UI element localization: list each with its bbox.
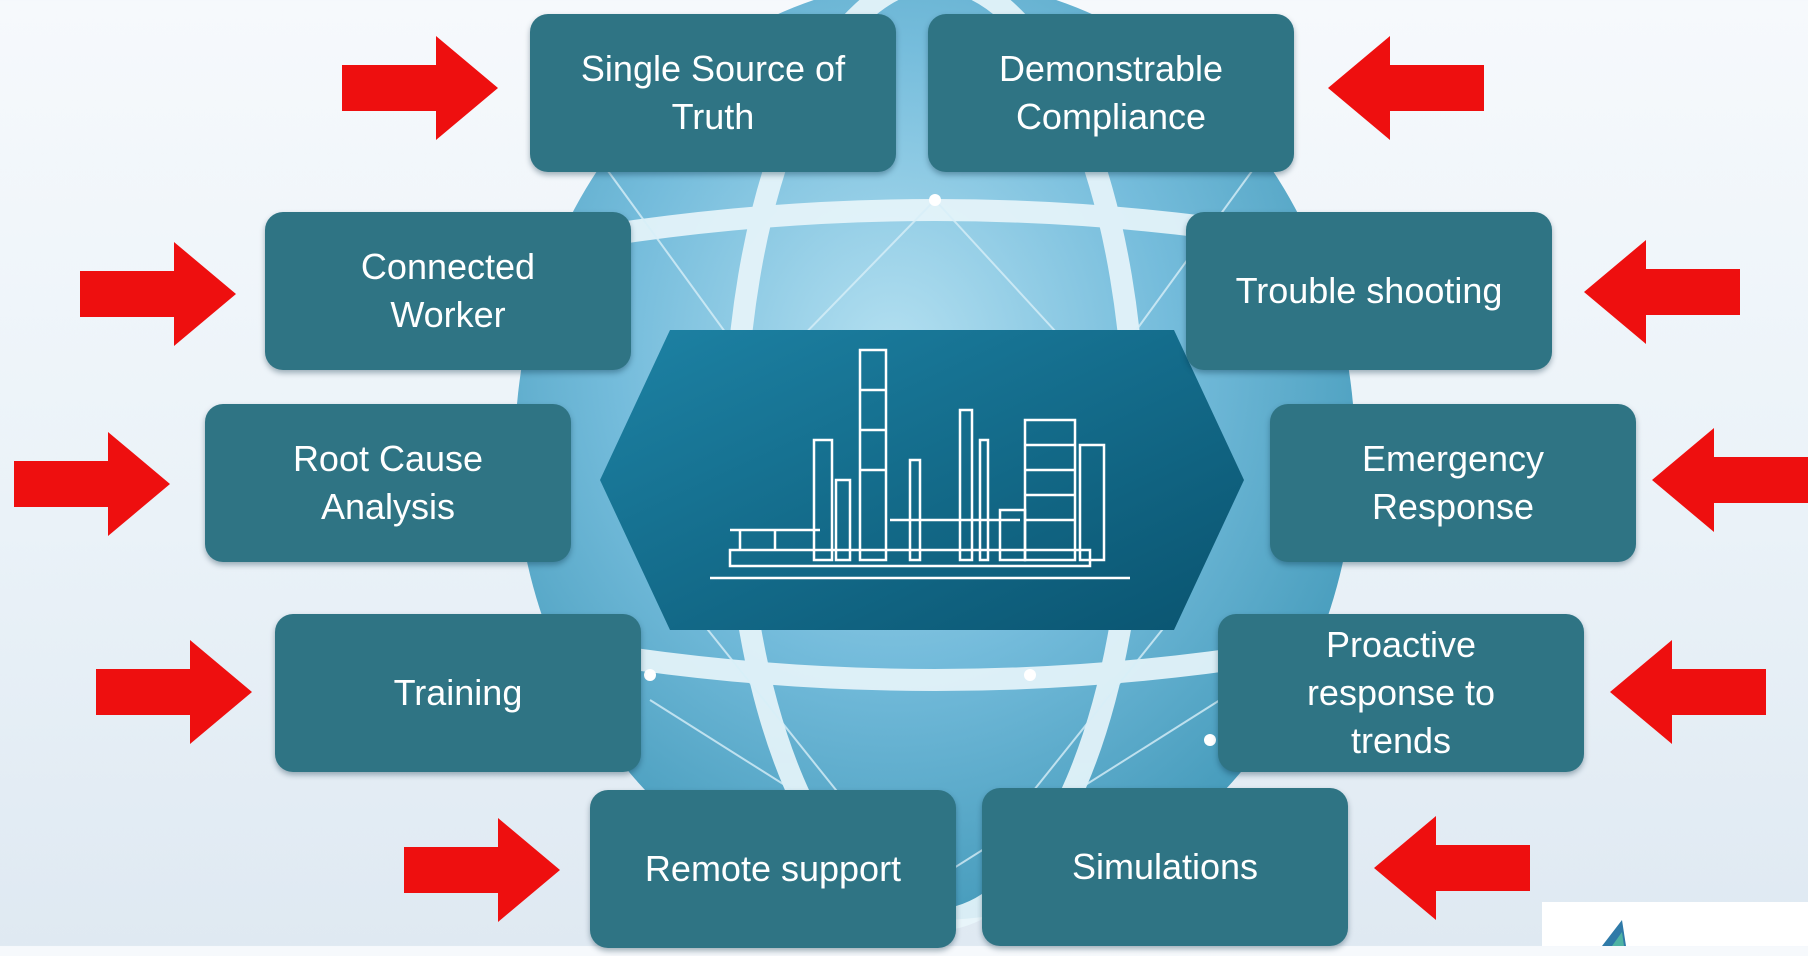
proactive-response-box: Proactive response to trends <box>1218 614 1584 772</box>
red-arrow-icon <box>1328 36 1484 140</box>
red-arrow-icon <box>80 242 236 346</box>
red-arrow-icon <box>1374 816 1530 920</box>
red-arrow-icon <box>1652 428 1808 532</box>
red-arrow-icon <box>342 36 498 140</box>
remote-support-box: Remote support <box>590 790 956 948</box>
company-logo <box>1542 902 1808 946</box>
red-arrow-icon <box>14 432 170 536</box>
industrial-plant-icon <box>710 348 1130 580</box>
demonstrable-compliance-box: Demonstrable Compliance <box>928 14 1294 172</box>
red-arrow-icon <box>1610 640 1766 744</box>
red-arrow-icon <box>1584 240 1740 344</box>
company-logo-icon <box>1602 920 1626 946</box>
emergency-response-box: Emergency Response <box>1270 404 1636 562</box>
simulations-box: Simulations <box>982 788 1348 946</box>
trouble-shooting-box: Trouble shooting <box>1186 212 1552 370</box>
root-cause-analysis-box: Root Cause Analysis <box>205 404 571 562</box>
training-box: Training <box>275 614 641 772</box>
red-arrow-icon <box>96 640 252 744</box>
red-arrow-icon <box>404 818 560 922</box>
connected-worker-box: Connected Worker <box>265 212 631 370</box>
central-hub <box>600 330 1244 630</box>
single-source-of-truth-box: Single Source of Truth <box>530 14 896 172</box>
